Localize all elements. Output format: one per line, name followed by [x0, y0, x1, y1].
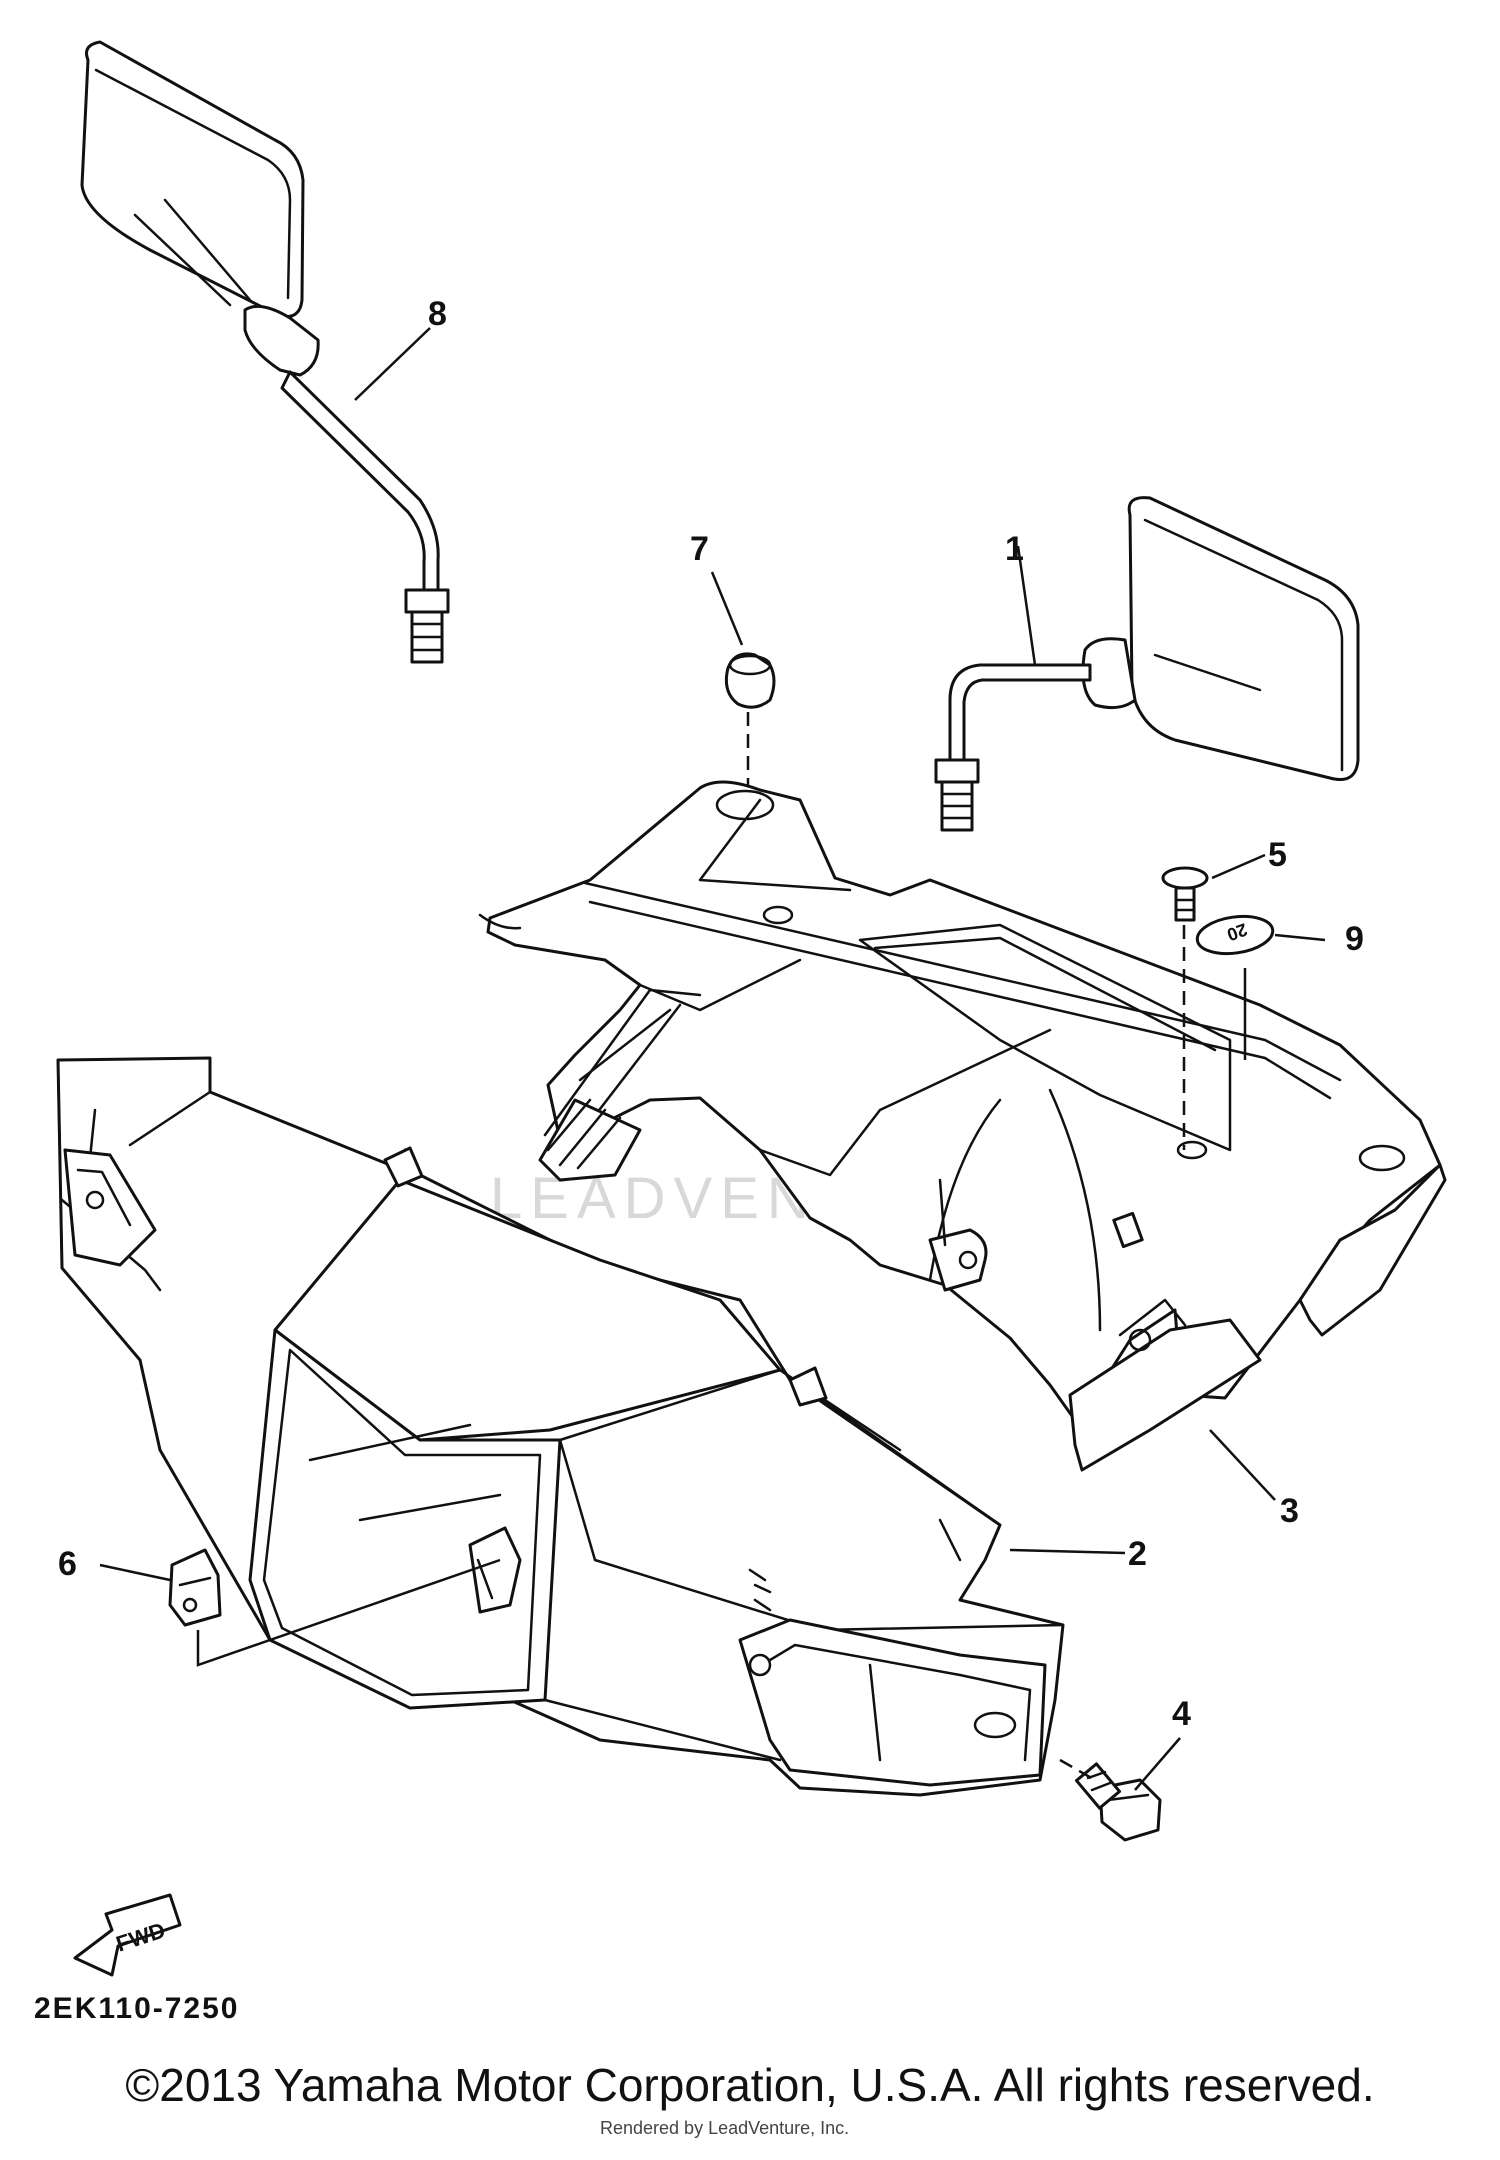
drawing-code: 2EK110-7250: [34, 1992, 240, 2025]
mirror-left[interactable]: [80, 40, 450, 664]
assembly-line-6: [196, 1558, 501, 1667]
leader-4: [1134, 1737, 1181, 1791]
handlebar-upper-cover[interactable]: [56, 1056, 1065, 1797]
callout-7: 7: [690, 530, 709, 568]
leader-6: [99, 1563, 171, 1582]
callout-3: 3: [1280, 1492, 1299, 1530]
credit-text: Rendered by LeadVenture, Inc.: [600, 2118, 850, 2138]
leader-2: [1009, 1548, 1126, 1555]
callout-9: 9: [1345, 920, 1364, 958]
leader-9: [1274, 933, 1326, 942]
callout-6: 6: [58, 1545, 77, 1583]
assembly-line-4: [1059, 1758, 1096, 1782]
copyright-text: ©2013 Yamaha Motor Corporation, U.S.A. A…: [125, 2059, 1375, 2111]
leader-8: [354, 327, 431, 401]
callout-4: 4: [1172, 1695, 1191, 1733]
callout-8: 8: [428, 295, 447, 333]
leader-3: [1209, 1429, 1276, 1501]
callout-5: 5: [1268, 836, 1287, 874]
screw[interactable]: [1161, 866, 1209, 922]
mirror-right[interactable]: [934, 496, 1360, 832]
leader-1: [1016, 545, 1037, 666]
handlebar-lower-cover[interactable]: [478, 780, 1447, 1472]
leader-5: [1211, 853, 1266, 880]
callout-2: 2: [1128, 1535, 1147, 1573]
nut-clip[interactable]: [168, 1548, 222, 1627]
leader-7: [710, 571, 744, 646]
forward-arrow-icon: FWD: [73, 1893, 182, 1977]
bolt[interactable]: [1074, 1762, 1162, 1842]
callout-1: 1: [1005, 530, 1024, 568]
washer-plate[interactable]: 20: [1195, 912, 1275, 958]
grommet-cap[interactable]: [724, 652, 776, 709]
